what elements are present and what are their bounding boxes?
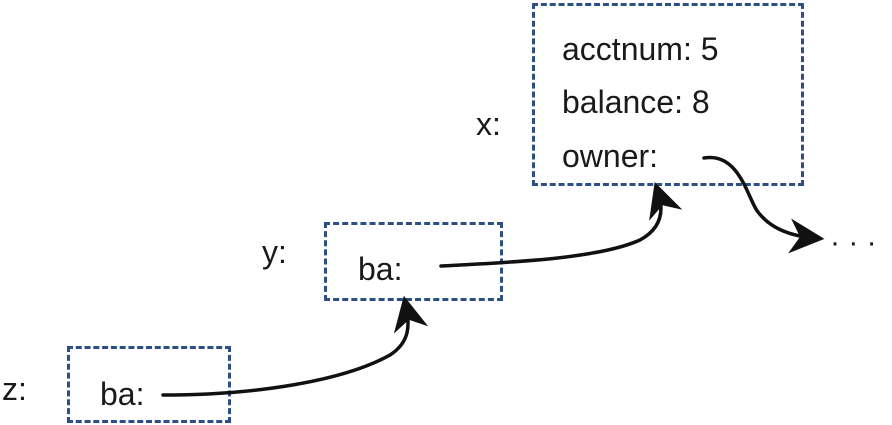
z-reference-box: [67, 346, 231, 423]
x-balance-field: balance: 8: [562, 84, 710, 120]
z-variable-label: z:: [2, 371, 27, 407]
z-ba-field: ba:: [100, 376, 145, 412]
y-to-x-arrow: [439, 182, 683, 268]
x-variable-label: x:: [476, 106, 501, 142]
owner-to-continuation-arrow: [702, 155, 825, 254]
z-to-y-arrow: [161, 295, 429, 397]
continuation-ellipsis: · · ·: [830, 226, 877, 259]
x-owner-field: owner:: [562, 138, 659, 174]
y-variable-label: y:: [262, 234, 287, 270]
x-acctnum-field: acctnum: 5: [562, 31, 719, 67]
y-ba-field: ba:: [358, 251, 403, 287]
